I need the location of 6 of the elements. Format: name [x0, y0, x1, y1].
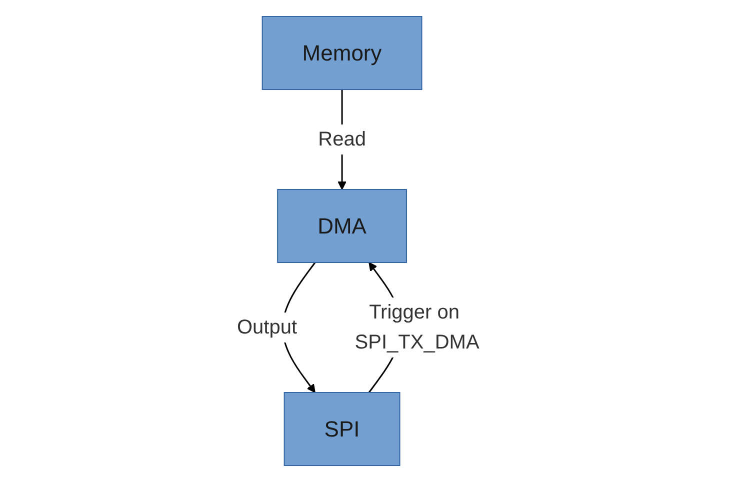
edge-label: Trigger on SPI_TX_DMA [354, 302, 480, 354]
edge-label: Output [236, 316, 298, 338]
edge-label: Read [318, 128, 366, 150]
node-box: SPI [284, 392, 400, 466]
node-box: DMA [277, 189, 407, 263]
node-box: Memory [262, 16, 422, 90]
